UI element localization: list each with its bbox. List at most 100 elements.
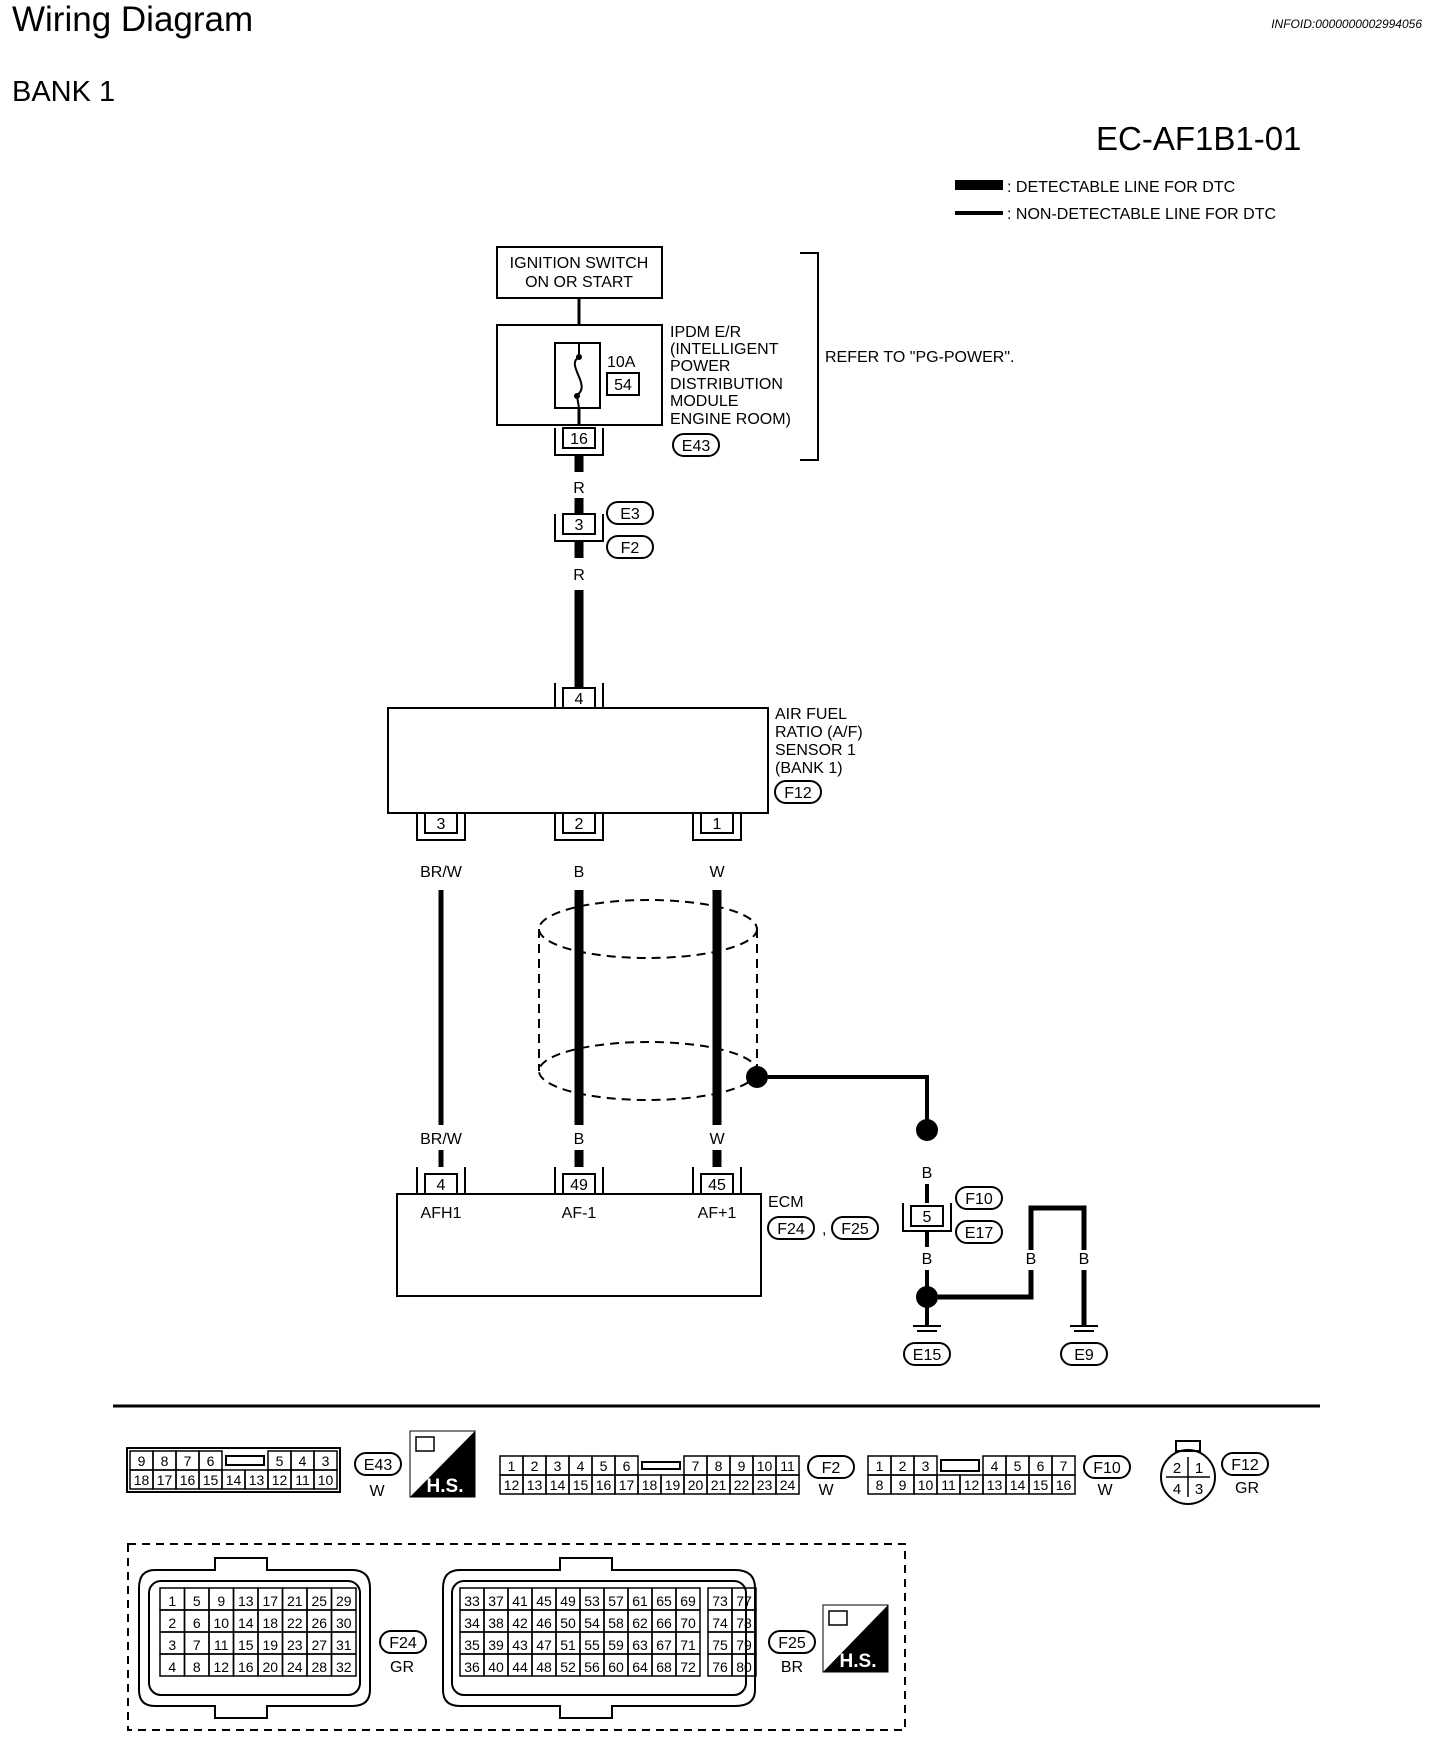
f2-pin: 13 [527,1477,543,1493]
svg-text:4: 4 [575,691,584,708]
f24-pin: 19 [262,1637,278,1653]
f24-pin: 20 [262,1659,278,1675]
f25-pin: 68 [656,1659,672,1675]
f24-pin: 4 [168,1659,176,1675]
svg-text:4: 4 [437,1177,446,1194]
f12-view-color: GR [1235,1480,1259,1497]
f25-pin: 37 [488,1593,504,1609]
e43-pin: 13 [249,1472,265,1488]
f24-pin: 27 [311,1637,327,1653]
info-id: INFOID:0000000002994056 [1271,17,1422,31]
f24-view-color: GR [390,1659,414,1676]
ipdm-label-6: ENGINE ROOM) [670,411,791,428]
f25-pin: 35 [464,1637,480,1653]
wire-color-b-ground-3: B [1026,1251,1037,1268]
f2-pin: 1 [508,1458,516,1474]
f25-pin: 40 [488,1659,504,1675]
f2-pin: 17 [619,1477,635,1493]
f10-pin: 3 [922,1458,930,1474]
svg-text:E15: E15 [913,1347,942,1364]
wire-color-brw-lower: BR/W [420,1131,463,1148]
f25-pin: 50 [560,1615,576,1631]
ecm-connector-frame [127,1543,906,1731]
ipdm-label-5: MODULE [670,393,738,410]
f25-view-id: F25 [778,1635,806,1652]
f25-pin: 53 [584,1593,600,1609]
f25-pin: 49 [560,1593,576,1609]
f25-pin: 44 [512,1659,528,1675]
f24-pin: 3 [168,1637,176,1653]
f10-pin: 16 [1056,1477,1072,1493]
f25-pin: 61 [632,1593,648,1609]
f2-cell [775,1474,800,1495]
f25-pin: 43 [512,1637,528,1653]
e43-pin: 16 [180,1472,196,1488]
f24-view-tag [379,1630,427,1654]
svg-text:F10: F10 [965,1191,993,1208]
f25-pin: 62 [632,1615,648,1631]
f2-pin: 10 [757,1458,773,1474]
ground-splice-upper [916,1119,938,1141]
f2-pin: 4 [577,1458,585,1474]
f25-pin: 78 [736,1615,752,1631]
f24-pin: 7 [193,1637,201,1653]
e43-pin: 17 [157,1472,173,1488]
f24-pin: 13 [238,1593,254,1609]
f10-pin: 9 [899,1477,907,1493]
f24-pin: 32 [336,1659,352,1675]
f25-pin: 79 [736,1637,752,1653]
f25-pin: 36 [464,1659,480,1675]
e43-pin: 12 [272,1472,288,1488]
f25-pin: 71 [680,1637,696,1653]
connector-e43-text: E43 [682,438,711,455]
f24-pin: 1 [168,1593,176,1609]
f25-pin: 75 [712,1637,728,1653]
svg-text:1: 1 [713,816,722,833]
f25-pin: 54 [584,1615,600,1631]
f25-pin: 63 [632,1637,648,1653]
f24-pin: 14 [238,1615,254,1631]
svg-text:,: , [822,1221,826,1238]
f24-pin: 25 [311,1593,327,1609]
f25-cell [675,1653,701,1677]
f24-pin: 22 [287,1615,303,1631]
f25-pin: 69 [680,1593,696,1609]
f24-pin: 23 [287,1637,303,1653]
f25-pin: 60 [608,1659,624,1675]
svg-text:F24: F24 [777,1221,805,1238]
wire-color-b-ground-1: B [922,1165,933,1182]
svg-text:1: 1 [1195,1460,1203,1477]
junction-e3-f2: 3 E3 F2 [554,498,654,559]
ground-e15: E15 [903,1325,951,1366]
svg-text:F2: F2 [621,540,640,557]
fuse-rating: 10A [607,354,636,371]
f2-pin: 12 [504,1477,520,1493]
e43-pin: 6 [207,1453,215,1469]
e43-cell [313,1469,338,1490]
e43-pin: 10 [318,1472,334,1488]
page-title: Wiring Diagram [12,0,254,39]
svg-text:AF-1: AF-1 [562,1205,597,1222]
f10-pin: 12 [964,1477,980,1493]
f24-pin: 28 [311,1659,327,1675]
svg-text:AFH1: AFH1 [421,1205,462,1222]
diagram-code: EC-AF1B1-01 [1096,120,1302,157]
svg-text:RATIO (A/F): RATIO (A/F) [775,724,863,741]
hs-badge-1: H.S. [409,1430,476,1498]
svg-text:3: 3 [575,517,584,534]
f24-pin: 18 [262,1615,278,1631]
f2-notch [641,1461,681,1470]
ipdm-label-3: POWER [670,358,730,375]
f2-view-id: F2 [822,1460,841,1477]
f25-pin: 66 [656,1615,672,1631]
svg-text:E17: E17 [965,1225,994,1242]
svg-text:49: 49 [570,1177,588,1194]
af-sensor: 4 AIR FUEL RATIO (A/F) SENSOR 1 (BANK 1)… [387,683,863,841]
f25-pin: 64 [632,1659,648,1675]
wire-color-b-ground-4: B [1079,1251,1090,1268]
f2-view-tag [807,1455,855,1479]
f2-pin: 21 [711,1477,727,1493]
fuse-symbol [573,356,583,396]
svg-text:3: 3 [1195,1481,1203,1498]
ignition-line-1: IGNITION SWITCH [510,255,649,272]
